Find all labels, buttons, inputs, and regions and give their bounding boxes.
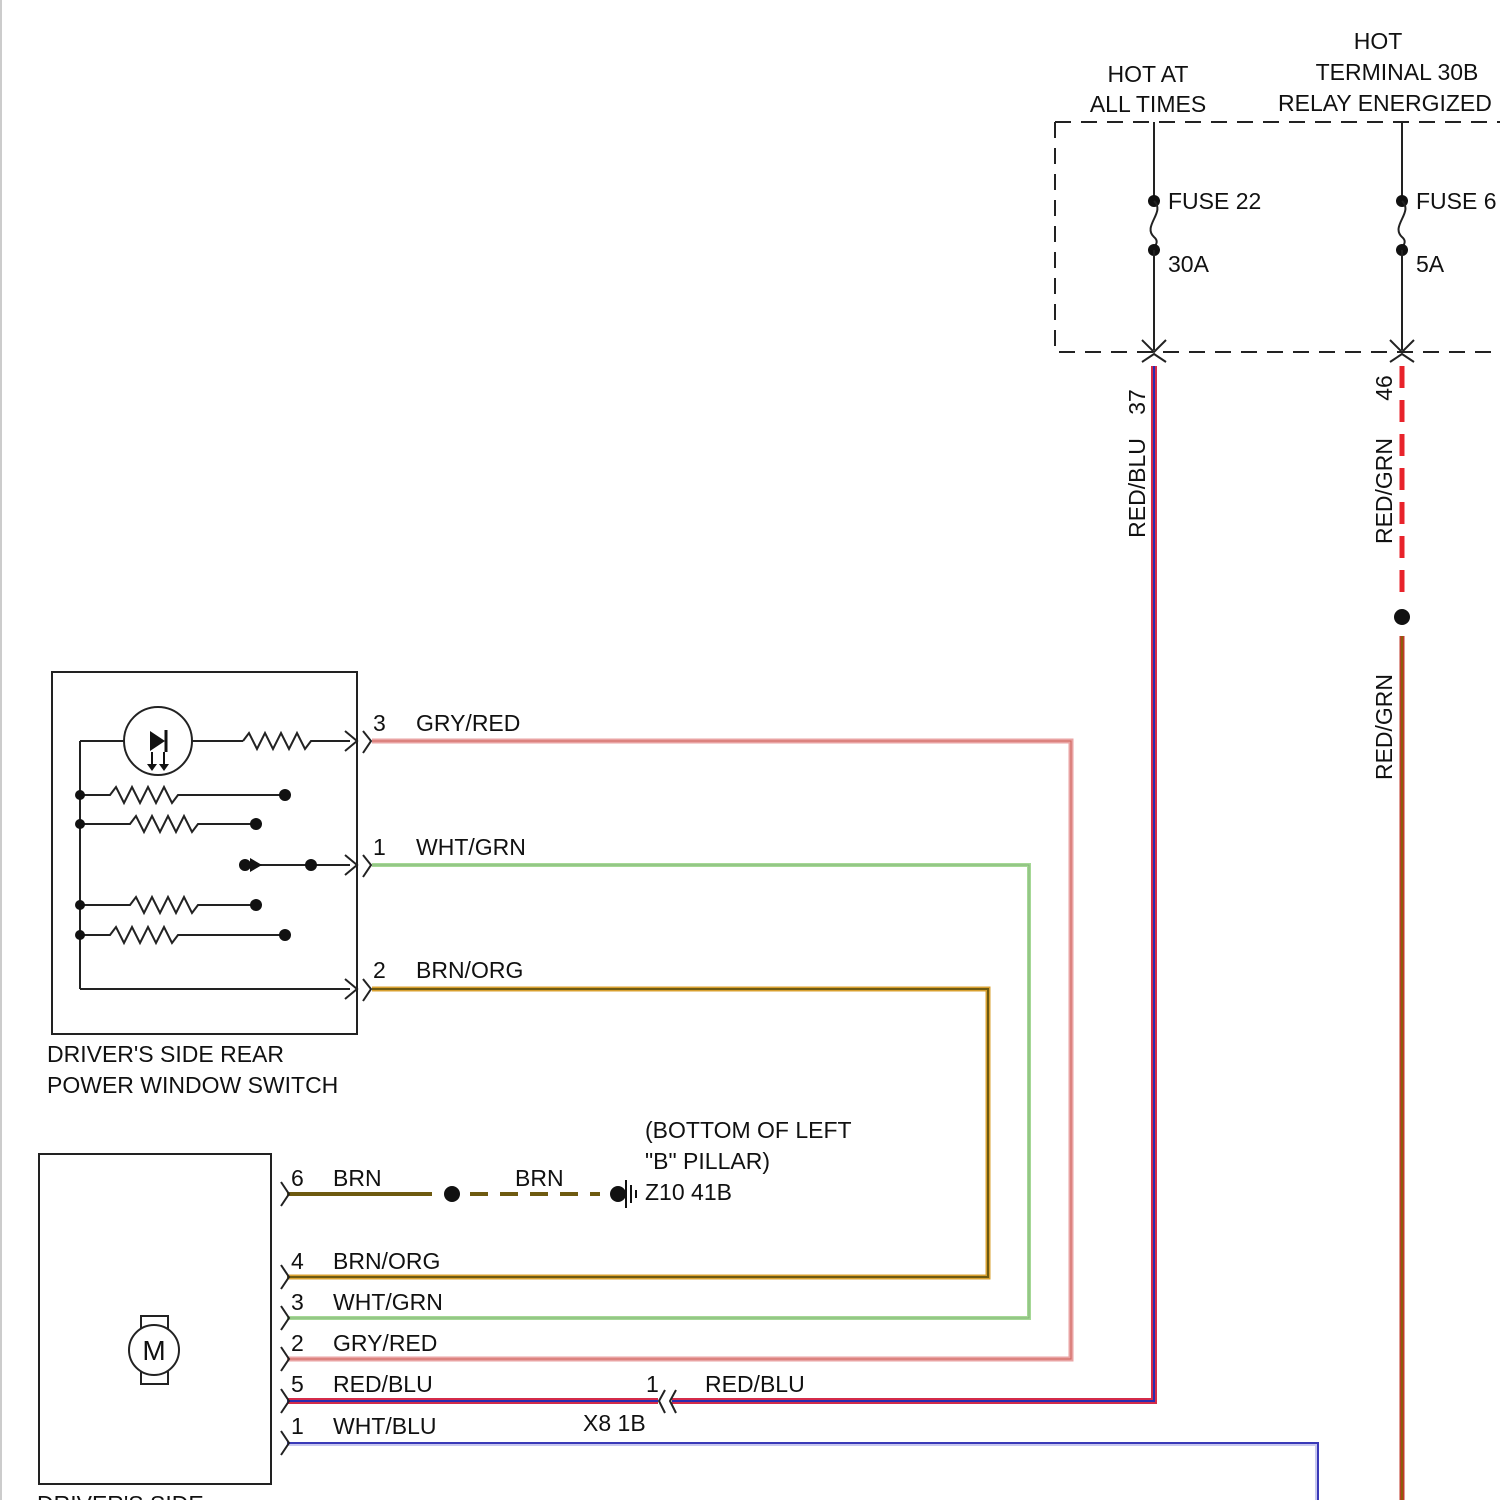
- fuse-22-wire-label: RED/BLU: [1124, 438, 1150, 538]
- switch-pin-2-number: 2: [373, 957, 386, 983]
- ground-location-line-1: (BOTTOM OF LEFT: [645, 1117, 852, 1143]
- switch-title-line-1: DRIVER'S SIDE REAR: [47, 1041, 284, 1067]
- motor-pin-5-color: RED/BLU: [333, 1371, 433, 1397]
- motor-pin-1-color: WHT/BLU: [333, 1413, 437, 1439]
- hot-terminal-label-3: RELAY ENERGIZED: [1278, 90, 1492, 116]
- motor-pin-2-color: GRY/RED: [333, 1330, 437, 1356]
- motor-pin-5-number: 5: [291, 1371, 304, 1397]
- x8-pin-number: 1: [646, 1371, 659, 1397]
- fuse-6: [1390, 122, 1414, 362]
- x8-connector-name: X8 1B: [583, 1410, 646, 1436]
- motor-icon: M: [129, 1316, 179, 1384]
- fuse-22-rating: 30A: [1168, 251, 1210, 277]
- switch-internals: [80, 707, 357, 999]
- motor-connector-marks: [281, 1182, 289, 1455]
- wire-brn-org: [287, 989, 988, 1277]
- fuse-6-rating: 5A: [1416, 251, 1445, 277]
- red-grn-lower-label: RED/GRN: [1371, 674, 1397, 780]
- switch-connector-marks: [363, 731, 371, 1001]
- wire-red-blu-vertical: [672, 366, 1154, 1401]
- ground-icon: [626, 1180, 636, 1208]
- hot-at-all-times-label-1: HOT AT: [1108, 61, 1189, 87]
- motor-title-partial: DRIVER'S SIDE: [37, 1491, 204, 1500]
- splice-dot-brn: [444, 1186, 460, 1202]
- switch-pin-2-color: BRN/ORG: [416, 957, 523, 983]
- motor-box: [39, 1154, 271, 1484]
- ground-location-line-2: "B" PILLAR): [645, 1148, 770, 1174]
- fuse-22: [1142, 122, 1166, 362]
- motor-pin-3-number: 3: [291, 1289, 304, 1315]
- splice-dot-red-grn: [1394, 609, 1410, 625]
- motor-pin-6-number: 6: [291, 1165, 304, 1191]
- fuse-22-name: FUSE 22: [1168, 188, 1261, 214]
- motor-pin-2-number: 2: [291, 1330, 304, 1356]
- fuse-box: [1055, 122, 1500, 352]
- switch-pin-3-color: GRY/RED: [416, 710, 520, 736]
- fuse-6-name: FUSE 6: [1416, 188, 1497, 214]
- red-grn-upper-label: RED/GRN: [1371, 438, 1397, 544]
- ground-id: Z10 41B: [645, 1179, 732, 1205]
- led-diode-icon: [147, 730, 169, 771]
- hot-at-all-times-label-2: ALL TIMES: [1090, 91, 1206, 117]
- hot-terminal-label-2: TERMINAL 30B: [1316, 59, 1479, 85]
- motor-pin-3-color: WHT/GRN: [333, 1289, 443, 1315]
- motor-pin-4-number: 4: [291, 1248, 304, 1274]
- ground-wire-label: BRN: [515, 1165, 564, 1191]
- fuse-22-pin-label: 37: [1124, 389, 1150, 415]
- motor-pin-6-color: BRN: [333, 1165, 382, 1191]
- switch-box: [52, 672, 357, 1034]
- motor-pin-1-number: 1: [291, 1413, 304, 1439]
- hot-terminal-label-1: HOT: [1354, 28, 1403, 54]
- switch-title-line-2: POWER WINDOW SWITCH: [47, 1072, 338, 1098]
- switch-pin-3-number: 3: [373, 710, 386, 736]
- svg-text:M: M: [142, 1335, 165, 1366]
- fuse-6-pin-label: 46: [1371, 375, 1397, 401]
- wire-wht-blu: [287, 1443, 1318, 1500]
- motor-pin-4-color: BRN/ORG: [333, 1248, 440, 1274]
- switch-pin-1-number: 1: [373, 834, 386, 860]
- x8-wire-label: RED/BLU: [705, 1371, 805, 1397]
- switch-pin-1-color: WHT/GRN: [416, 834, 526, 860]
